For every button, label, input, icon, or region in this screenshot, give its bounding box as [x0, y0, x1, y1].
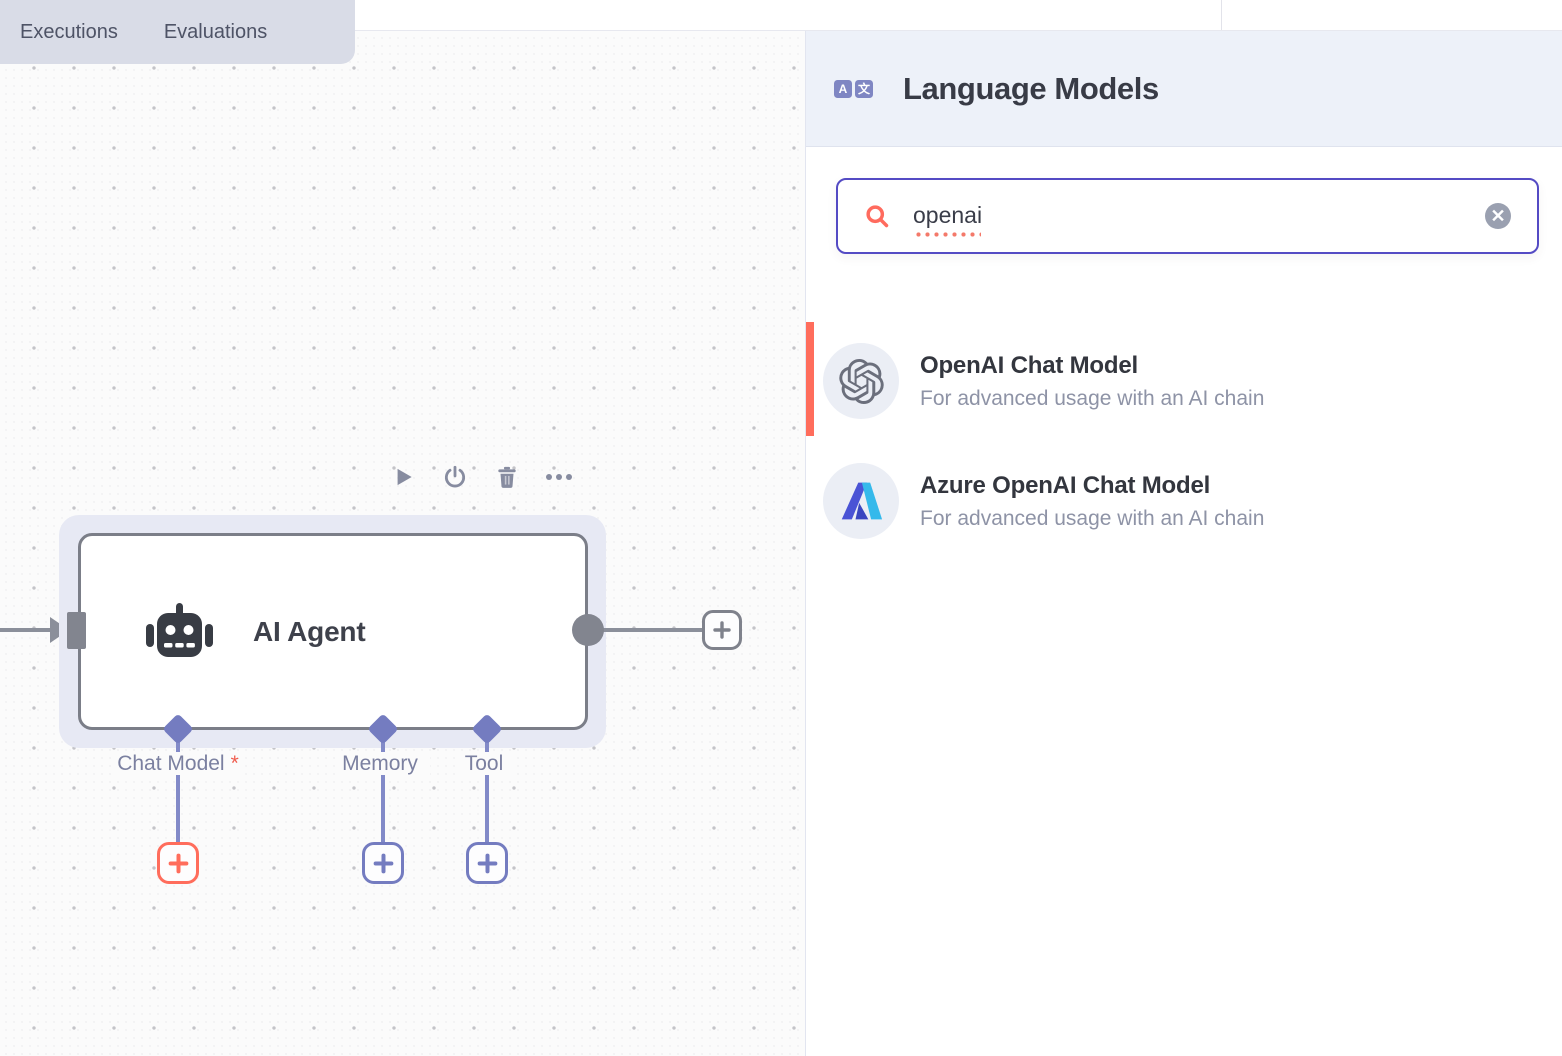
trash-icon[interactable] [494, 464, 520, 490]
node-toolbar [390, 464, 572, 490]
tool-port-line [485, 741, 489, 844]
power-icon[interactable] [442, 464, 468, 490]
node-output-handle[interactable] [572, 614, 604, 646]
chat-model-port-label: Chat Model* [68, 752, 288, 776]
node-search-input[interactable]: openai ✕ [836, 178, 1539, 254]
chat-model-port-line [176, 741, 180, 844]
list-item-openai-chat-model[interactable]: OpenAI Chat Model For advanced usage wit… [806, 321, 1562, 441]
input-connection-line [0, 628, 54, 632]
item-description: For advanced usage with an AI chain [920, 386, 1265, 410]
workflow-canvas[interactable]: AI Agent Chat Model* Memory Tool [0, 0, 805, 1056]
panel-header: A 文 Language Models [806, 31, 1562, 147]
tab-executions[interactable]: Executions [20, 20, 118, 43]
add-memory-button[interactable] [362, 842, 404, 884]
list-item-azure-openai-chat-model[interactable]: Azure OpenAI Chat Model For advanced usa… [806, 441, 1562, 561]
top-bar-divider [1221, 0, 1222, 30]
add-chat-model-button[interactable] [157, 842, 199, 884]
node-input-handle[interactable] [67, 612, 86, 649]
required-asterisk: * [227, 752, 242, 775]
plus-icon [373, 853, 393, 873]
panel-title: Language Models [903, 70, 1159, 106]
ai-agent-node[interactable]: AI Agent [78, 533, 588, 730]
node-title: AI Agent [253, 615, 366, 647]
clear-search-icon[interactable]: ✕ [1485, 203, 1511, 229]
item-text: Azure OpenAI Chat Model For advanced usa… [920, 472, 1264, 531]
nodes-panel: A 文 Language Models openai ✕ OpenAI C [805, 31, 1562, 1056]
openai-logo-icon [823, 343, 899, 419]
azure-logo-icon [823, 463, 899, 539]
output-connection-line [588, 628, 704, 632]
add-next-node-button[interactable] [702, 610, 742, 650]
plus-icon [168, 853, 188, 873]
search-results-list: OpenAI Chat Model For advanced usage wit… [806, 321, 1562, 561]
top-bar [355, 0, 1562, 31]
hover-accent-bar [806, 322, 814, 436]
search-icon [866, 204, 889, 227]
item-text: OpenAI Chat Model For advanced usage wit… [920, 352, 1264, 411]
item-title: Azure OpenAI Chat Model [920, 471, 1211, 499]
language-icon: A 文 [834, 79, 873, 98]
tool-port-label: Tool [377, 752, 597, 776]
memory-port-label: Memory [273, 752, 493, 776]
tab-evaluations[interactable]: Evaluations [163, 20, 268, 43]
memory-port-line [381, 741, 385, 844]
plus-icon [713, 621, 731, 639]
robot-icon [146, 603, 213, 657]
tab-bar: Executions Evaluations [0, 0, 355, 64]
item-title: OpenAI Chat Model [920, 351, 1138, 379]
play-icon[interactable] [390, 464, 416, 490]
plus-icon [477, 853, 497, 873]
item-description: For advanced usage with an AI chain [920, 506, 1265, 530]
search-query-text[interactable]: openai [913, 202, 983, 237]
more-options-icon[interactable] [546, 464, 572, 490]
add-tool-button[interactable] [466, 842, 508, 884]
